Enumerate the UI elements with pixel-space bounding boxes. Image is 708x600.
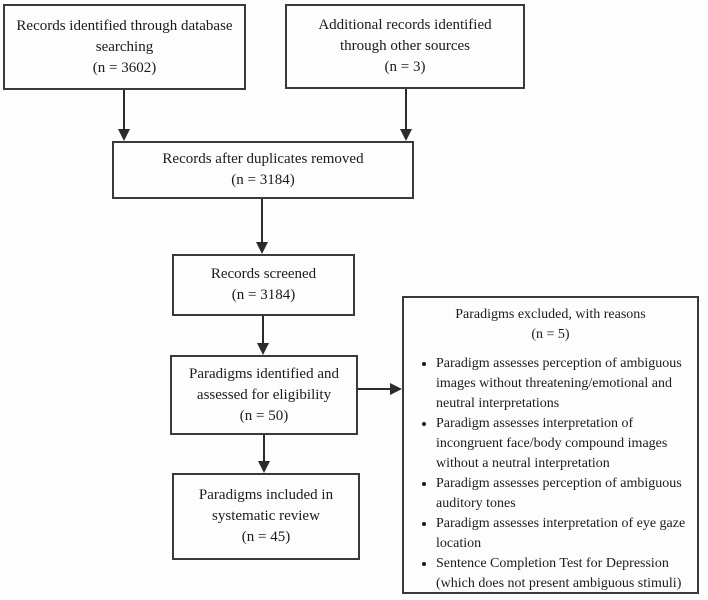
arrow-down-icon [118, 129, 130, 141]
arrow-shaft [357, 388, 391, 390]
excluded-reason-item: Paradigm assesses perception of ambiguou… [436, 354, 695, 414]
box-records-screened: Records screened (n = 3184) [172, 254, 355, 316]
box-records-identified-database-count: (n = 3602) [92, 59, 157, 76]
box-additional-records-label: Additional records identified through ot… [318, 17, 492, 54]
excluded-reason-item: Paradigm assesses interpretation of inco… [436, 414, 695, 474]
arrow-shaft [262, 316, 264, 344]
box-records-screened-count: (n = 3184) [231, 287, 296, 303]
box-records-identified-database-label: Records identified through database sear… [16, 17, 233, 55]
box-duplicates-removed-count: (n = 3184) [231, 172, 295, 188]
box-paradigms-excluded-count: (n = 5) [531, 327, 570, 342]
arrow-down-icon [258, 461, 270, 473]
box-paradigms-included: Paradigms included in systematic review … [172, 473, 360, 560]
box-duplicates-removed: Records after duplicates removed (n = 31… [112, 141, 414, 199]
arrow-shaft [263, 435, 265, 462]
excluded-reason-item: Paradigm assesses perception of ambiguou… [436, 474, 695, 514]
arrow-down-icon [256, 242, 268, 254]
arrow-down-icon [257, 343, 269, 355]
arrow-right-icon [390, 383, 402, 395]
arrow-down-icon [400, 129, 412, 141]
excluded-reason-item: Sentence Completion Test for Depression … [436, 554, 695, 594]
box-paradigms-included-count: (n = 45) [241, 529, 291, 545]
arrow-shaft [405, 89, 407, 130]
box-paradigms-eligibility-label: Paradigms identified and assessed for el… [189, 365, 339, 403]
box-paradigms-eligibility: Paradigms identified and assessed for el… [170, 355, 358, 435]
excluded-reason-item: Paradigm assesses interpretation of eye … [436, 514, 695, 554]
box-paradigms-eligibility-count: (n = 50) [239, 407, 289, 424]
box-records-screened-label: Records screened [210, 266, 317, 282]
box-paradigms-included-label: Paradigms included in systematic review [198, 487, 334, 524]
box-paradigms-excluded: Paradigms excluded, with reasons (n = 5)… [402, 296, 699, 594]
excluded-reasons-list: Paradigm assesses perception of ambiguou… [404, 354, 697, 594]
box-paradigms-excluded-title: Paradigms excluded, with reasons [455, 307, 646, 322]
arrow-shaft [123, 90, 125, 130]
box-records-identified-database: Records identified through database sear… [3, 4, 246, 90]
box-additional-records: Additional records identified through ot… [285, 4, 525, 89]
box-duplicates-removed-label: Records after duplicates removed [162, 151, 364, 167]
arrow-shaft [261, 199, 263, 243]
box-additional-records-count: (n = 3) [384, 59, 426, 75]
